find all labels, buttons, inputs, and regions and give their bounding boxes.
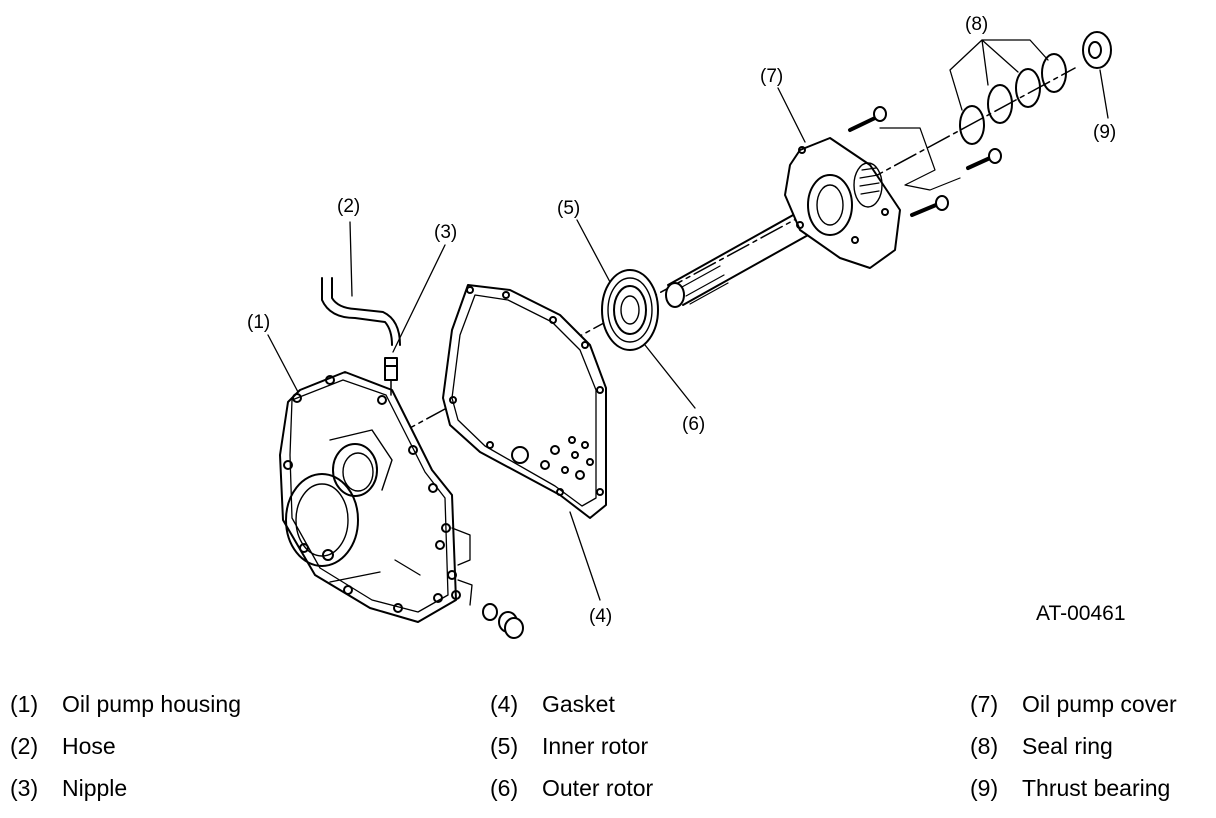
callout-2: (2): [337, 196, 360, 217]
seal-ring: [1041, 53, 1067, 93]
leader-3: [392, 244, 446, 353]
legend-number: (7): [970, 691, 999, 717]
hose: [321, 277, 393, 346]
callout-3: (3): [434, 222, 457, 243]
leader-4: [569, 511, 601, 601]
legend-item: (8) Seal ring: [970, 732, 1216, 774]
legend-item: (7) Oil pump cover: [970, 690, 1216, 732]
legend-number: (5): [490, 733, 519, 759]
legend-item: (2) Hose: [10, 732, 270, 774]
callout-5: (5): [557, 198, 580, 219]
callout-6: (6): [682, 414, 705, 435]
gasket: [442, 284, 607, 519]
oil-pump-housing: [279, 371, 473, 623]
outer-rotor: [601, 269, 659, 351]
legend-number: (4): [490, 691, 519, 717]
legend-label: Inner rotor: [542, 733, 649, 759]
legend-label: Thrust bearing: [1022, 775, 1171, 801]
legend-item: (9) Thrust bearing: [970, 774, 1216, 816]
legend-number: (1): [10, 691, 39, 717]
legend-column: (7) Oil pump cover (8) Seal ring (9) Thrust…: [970, 690, 1216, 816]
callout-4: (4): [589, 606, 612, 627]
seal-ring: [1015, 68, 1041, 108]
callout-7: (7): [760, 66, 783, 87]
thrust-bearing: [1082, 31, 1112, 69]
legend-label: Gasket: [542, 691, 615, 717]
leader-7: [777, 87, 806, 143]
legend-column: (4) Gasket (5) Inner rotor (6) Outer rotor: [490, 690, 750, 816]
leader-5: [576, 219, 611, 283]
callout-9: (9): [1093, 122, 1116, 143]
legend-label: Outer rotor: [542, 775, 654, 801]
legend-item: (4) Gasket: [490, 690, 750, 732]
leader-1: [267, 334, 299, 393]
cover-bolt: [848, 106, 887, 132]
legend-label: Seal ring: [1022, 733, 1113, 759]
legend-number: (8): [970, 733, 999, 759]
legend-number: (6): [490, 775, 519, 801]
cover-bolt: [966, 148, 1002, 170]
legend-column: (1) Oil pump housing (2) Hose (3) Nipple: [10, 690, 270, 816]
legend-label: Nipple: [62, 775, 128, 801]
legend-label: Oil pump cover: [1022, 691, 1177, 717]
seal-ring: [959, 105, 985, 145]
seal-ring: [987, 84, 1013, 124]
drain-plug: [498, 611, 524, 639]
cover-bolt: [910, 195, 949, 217]
leader-9: [1099, 69, 1109, 119]
nipple: [384, 357, 398, 396]
legend-number: (3): [10, 775, 39, 801]
legend-item: (6) Outer rotor: [490, 774, 750, 816]
legend-item: (5) Inner rotor: [490, 732, 750, 774]
legend-item: (1) Oil pump housing: [10, 690, 270, 732]
callout-1: (1): [247, 312, 270, 333]
oil-pump-cover: [784, 137, 901, 269]
callout-8: (8): [965, 14, 988, 35]
legend-number: (2): [10, 733, 39, 759]
legend-label: Oil pump housing: [62, 691, 241, 717]
legend-number: (9): [970, 775, 999, 801]
leader-6: [644, 344, 696, 409]
seal-ring-leader: [949, 39, 1049, 111]
legend-label: Hose: [62, 733, 116, 759]
leader-2: [349, 221, 353, 297]
plug-o-ring: [482, 603, 498, 621]
figure-id: AT-00461: [1036, 602, 1126, 625]
legend-item: (3) Nipple: [10, 774, 270, 816]
inner-rotor: [613, 285, 647, 335]
